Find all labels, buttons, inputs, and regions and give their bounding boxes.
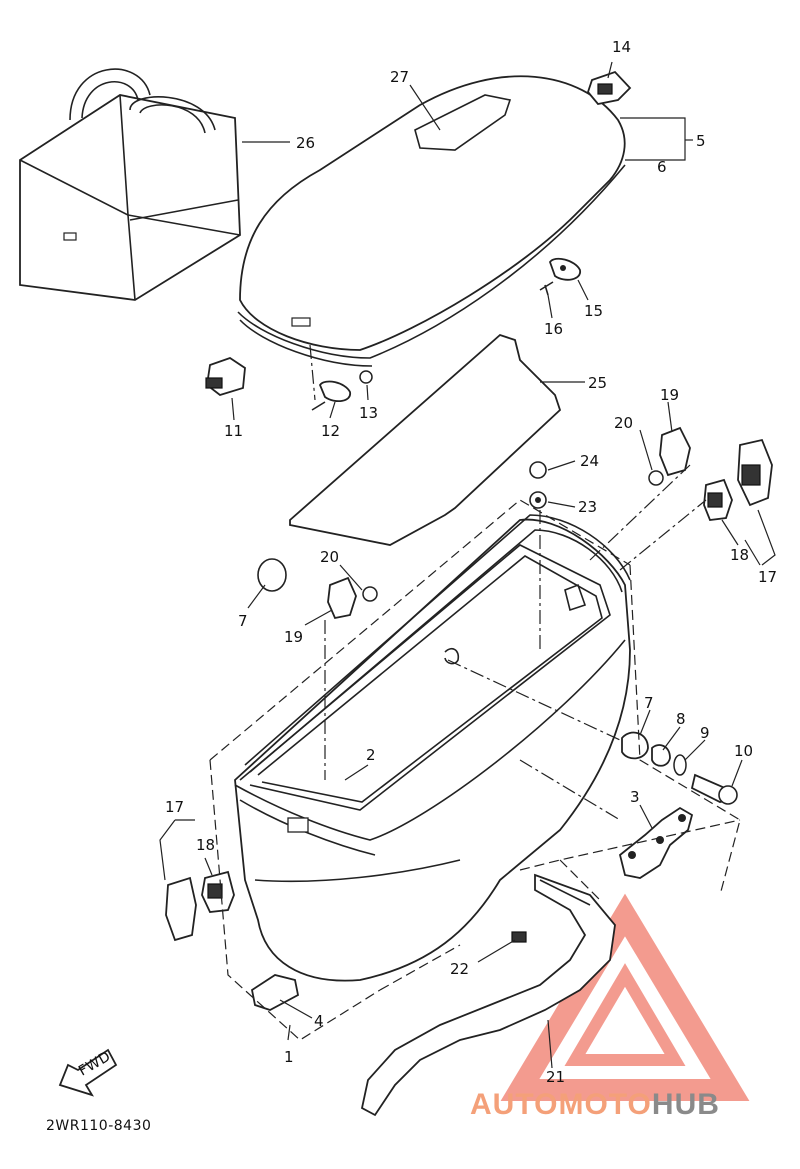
pin-and-clip-part — [311, 370, 373, 411]
hinge-bracket-upper-part — [648, 426, 691, 486]
callout-15: 15 — [584, 302, 603, 320]
callout-9: 9 — [700, 724, 710, 742]
watermark-part-3: HUB — [652, 1088, 720, 1121]
callout-17-upper: 17 — [758, 568, 777, 586]
watermark-part-2: MOTO — [558, 1088, 651, 1121]
callout-26: 26 — [296, 134, 315, 152]
callout-11: 11 — [224, 422, 243, 440]
callout-25: 25 — [588, 374, 607, 392]
callout-17-lower: 17 — [165, 798, 184, 816]
callout-20-lower: 20 — [320, 548, 339, 566]
damper-left-part — [257, 558, 378, 620]
callout-5: 5 — [696, 132, 706, 150]
drawing-code: 2WR110-8430 — [46, 1118, 151, 1134]
callout-27: 27 — [390, 68, 409, 86]
rubber-stopper-part — [250, 974, 300, 1011]
callout-labels: 27 14 5 6 26 15 16 11 12 13 25 19 20 24 … — [165, 38, 777, 1086]
callout-12: 12 — [321, 422, 340, 440]
mounting-bracket-part — [618, 806, 694, 879]
watermark-logo — [500, 893, 750, 1101]
callout-1: 1 — [284, 1048, 294, 1066]
latch-upper-part — [703, 438, 773, 521]
svg-text:AUTOMOTOHUB: AUTOMOTOHUB — [470, 1088, 720, 1121]
callout-20-upper: 20 — [614, 414, 633, 432]
callout-19-upper: 19 — [660, 386, 679, 404]
lid-illustration — [237, 75, 626, 367]
bolt-and-washer-part — [529, 461, 547, 509]
forward-arrow-icon: FWD — [58, 1049, 118, 1097]
callout-10: 10 — [734, 742, 753, 760]
stopper-part — [539, 257, 581, 296]
lid-latch-part — [205, 357, 246, 396]
callout-18-upper: 18 — [730, 546, 749, 564]
callout-18-lower: 18 — [196, 836, 215, 854]
callout-16: 16 — [544, 320, 563, 338]
case-body-illustration — [234, 514, 631, 982]
assembly-outlines — [209, 344, 741, 1041]
callout-24: 24 — [580, 452, 599, 470]
callout-13: 13 — [359, 404, 378, 422]
callout-8: 8 — [676, 710, 686, 728]
callout-19-lower: 19 — [284, 628, 303, 646]
latch-lower-part — [165, 870, 235, 942]
hinge-plate-part — [586, 70, 632, 105]
leader-lines — [159, 61, 776, 1069]
inner-bag-illustration — [19, 68, 241, 301]
stay-bracket-part — [360, 873, 616, 1117]
mat-part — [289, 333, 562, 546]
callout-7-right: 7 — [644, 694, 654, 712]
callout-2: 2 — [366, 746, 376, 764]
callout-6: 6 — [657, 158, 667, 176]
watermark-text: AUTOMOTOHUB — [470, 1088, 720, 1121]
callout-3: 3 — [630, 788, 640, 806]
damper-bolt-set-part — [621, 731, 738, 805]
callout-14: 14 — [612, 38, 631, 56]
callout-21: 21 — [546, 1068, 565, 1086]
callout-22: 22 — [450, 960, 469, 978]
watermark-part-1: AUTO — [470, 1088, 558, 1121]
callout-23: 23 — [578, 498, 597, 516]
callout-7-left: 7 — [238, 612, 248, 630]
callout-4: 4 — [314, 1012, 324, 1030]
